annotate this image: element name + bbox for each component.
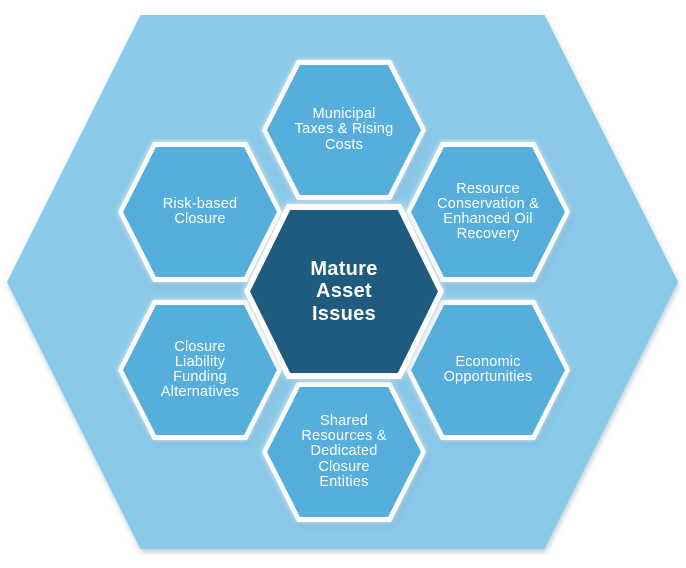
hexagon-fill [123, 305, 277, 435]
hexagon-economic-opportunities: Economic Opportunities [406, 300, 570, 440]
hexagon-fill [123, 147, 277, 277]
hexagon-shared-resources: Shared Resources & Dedicated Closure Ent… [262, 382, 426, 522]
hexagon-fill [250, 210, 438, 373]
hexagon-municipal-taxes: Municipal Taxes & Rising Costs [262, 60, 426, 200]
hexagon-mature-asset-issues: Mature Asset Issues [244, 204, 444, 379]
hexagon-fill [411, 305, 565, 435]
hexagon-fill [411, 147, 565, 277]
hexagon-fill [267, 65, 421, 195]
hexagon-fill [267, 387, 421, 517]
